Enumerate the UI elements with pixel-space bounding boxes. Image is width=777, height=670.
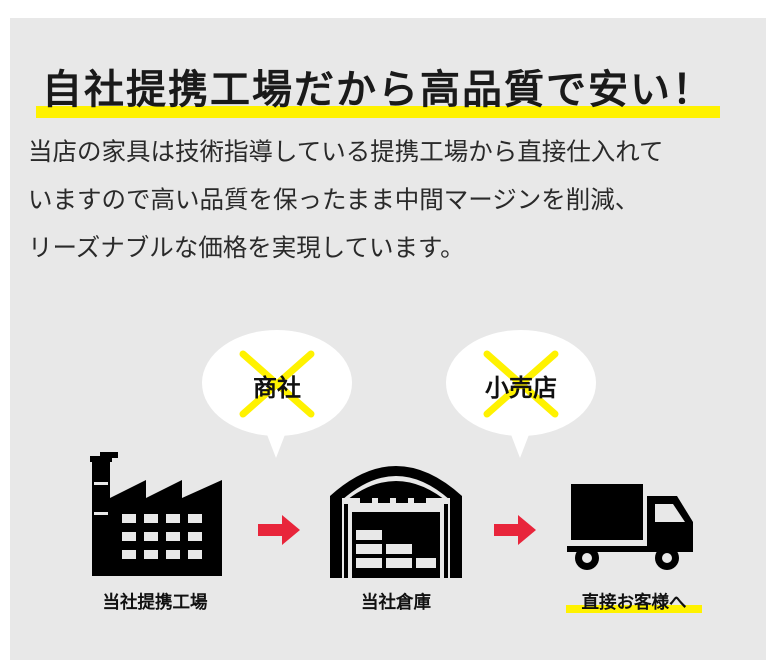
bubble-trading-company: 商社 bbox=[202, 330, 352, 436]
caption-warehouse: 当社倉庫 bbox=[361, 593, 431, 613]
description-text: 当店の家具は技術指導している提携工場から直接仕入れて いますので高い品質を保った… bbox=[28, 128, 740, 272]
bubble-label: 小売店 bbox=[485, 374, 557, 402]
description-line: 当店の家具は技術指導している提携工場から直接仕入れて bbox=[28, 137, 664, 166]
truck-icon bbox=[567, 484, 693, 570]
headline-highlight bbox=[36, 106, 720, 118]
caption-highlight bbox=[566, 605, 702, 613]
arrow-right-icon bbox=[494, 515, 536, 545]
description-line: いますので高い品質を保ったまま中間マージンを削減、 bbox=[28, 185, 640, 214]
headline-section: 自社提携工場だから高品質で安い！ bbox=[0, 67, 756, 118]
caption-direct-to-customer: 直接お客様へ bbox=[581, 593, 687, 613]
bubble-tail bbox=[266, 432, 286, 458]
headline-text: 自社提携工場だから高品質で安い！ bbox=[42, 67, 714, 113]
bubble-tail bbox=[510, 432, 530, 458]
description-line: リーズナブルな価格を実現しています。 bbox=[28, 233, 465, 262]
factory-icon bbox=[90, 452, 222, 576]
arrow-right-icon bbox=[258, 515, 300, 545]
headline: 自社提携工場だから高品質で安い！ bbox=[36, 67, 720, 118]
caption-factory: 当社提携工場 bbox=[102, 593, 208, 613]
bubble-retailer: 小売店 bbox=[446, 330, 596, 436]
cross-icon bbox=[239, 350, 315, 418]
warehouse-icon bbox=[330, 466, 462, 578]
cross-icon bbox=[483, 350, 559, 418]
bubble-label: 商社 bbox=[253, 374, 301, 402]
